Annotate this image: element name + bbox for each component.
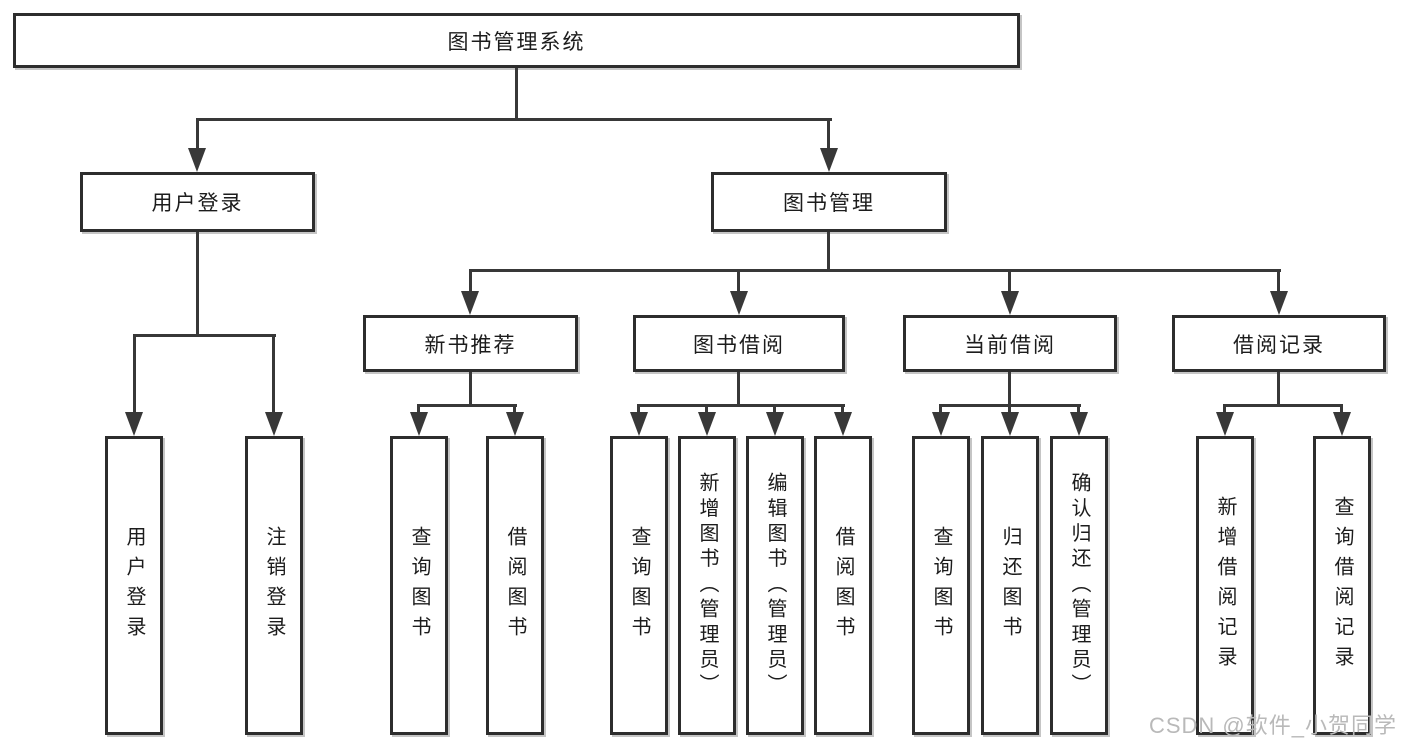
connector-arrowhead xyxy=(730,291,748,315)
connector-line xyxy=(1008,372,1011,407)
connector-line xyxy=(1340,404,1343,418)
node-label: 确认归还（管理员） xyxy=(1068,472,1090,699)
connector-line xyxy=(939,404,942,418)
node-query-books-borrow: 查询图书 xyxy=(610,436,668,735)
node-query-books-recommend: 查询图书 xyxy=(390,436,448,735)
connector-arrowhead xyxy=(125,412,143,436)
connector-line xyxy=(196,118,832,121)
node-query-books-current: 查询图书 xyxy=(912,436,970,735)
node-label: 用户登录 xyxy=(151,192,244,215)
connector-arrowhead xyxy=(1216,412,1234,436)
node-label: 借阅图书 xyxy=(832,525,854,646)
node-edit-book-admin: 编辑图书（管理员） xyxy=(746,436,804,735)
node-label: 归还图书 xyxy=(999,525,1021,646)
connector-arrowhead xyxy=(766,412,784,436)
node-borrow-books-recommend: 借阅图书 xyxy=(486,436,544,735)
connector-line xyxy=(637,404,845,407)
connector-line xyxy=(469,269,1281,272)
csdn-watermark: CSDN @软件_小贺同学 xyxy=(1148,713,1397,738)
node-label: 编辑图书（管理员） xyxy=(764,472,786,699)
connector-arrowhead xyxy=(1001,291,1019,315)
connector-arrowhead xyxy=(461,291,479,315)
node-label: 查询图书 xyxy=(628,525,650,646)
node-label: 注销登录 xyxy=(263,525,285,646)
connector-arrowhead xyxy=(1070,412,1088,436)
connector-line xyxy=(1277,269,1280,295)
connector-line xyxy=(1277,372,1280,407)
connector-line xyxy=(196,118,199,152)
connector-line xyxy=(196,232,199,336)
node-label: 查询借阅记录 xyxy=(1331,495,1353,676)
connector-line xyxy=(827,118,830,152)
node-user-login: 用户登录 xyxy=(80,172,315,232)
connector-arrowhead xyxy=(1333,412,1351,436)
connector-arrowhead xyxy=(1270,291,1288,315)
connector-line xyxy=(737,372,740,407)
connector-line xyxy=(1008,404,1011,418)
connector-arrowhead xyxy=(188,148,206,172)
node-label: 图书管理系统 xyxy=(447,30,586,54)
node-label: 图书管理 xyxy=(783,192,875,215)
connector-arrowhead xyxy=(265,412,283,436)
connector-line xyxy=(841,404,844,418)
connector-line xyxy=(133,334,276,337)
connector-line xyxy=(737,269,740,295)
connector-arrowhead xyxy=(410,412,428,436)
node-label: 图书借阅 xyxy=(693,333,785,357)
connector-line xyxy=(773,404,776,418)
connector-line xyxy=(417,404,517,407)
connector-arrowhead xyxy=(630,412,648,436)
connector-arrowhead xyxy=(834,412,852,436)
connector-line xyxy=(1008,269,1011,295)
connector-line xyxy=(513,404,516,418)
node-label: 借阅图书 xyxy=(504,525,526,646)
connector-line xyxy=(515,68,518,121)
node-label: 查询图书 xyxy=(408,525,430,646)
node-label: 新增借阅记录 xyxy=(1214,495,1236,676)
connector-line xyxy=(469,269,472,295)
connector-arrowhead xyxy=(932,412,950,436)
node-return-books: 归还图书 xyxy=(981,436,1039,735)
connector-line xyxy=(705,404,708,418)
node-user-login-leaf: 用户登录 xyxy=(105,436,163,735)
node-borrow-books-leaf: 借阅图书 xyxy=(814,436,872,735)
connector-line xyxy=(1077,404,1080,418)
node-borrowing-records: 借阅记录 xyxy=(1172,315,1386,372)
connector-line xyxy=(272,334,275,416)
connector-arrowhead xyxy=(1001,412,1019,436)
connector-line xyxy=(1223,404,1343,407)
node-book-management: 图书管理 xyxy=(711,172,947,232)
node-label: 新增图书（管理员） xyxy=(696,472,718,699)
connector-arrowhead xyxy=(820,148,838,172)
node-add-book-admin: 新增图书（管理员） xyxy=(678,436,736,735)
node-library-management-system: 图书管理系统 xyxy=(13,13,1020,68)
node-logout: 注销登录 xyxy=(245,436,303,735)
node-label: 借阅记录 xyxy=(1233,333,1325,357)
node-label: 当前借阅 xyxy=(964,333,1056,357)
connector-line xyxy=(469,372,472,407)
connector-line xyxy=(1223,404,1226,418)
node-label: 查询图书 xyxy=(930,525,952,646)
node-query-borrow-record: 查询借阅记录 xyxy=(1313,436,1371,735)
node-add-borrow-record: 新增借阅记录 xyxy=(1196,436,1254,735)
connector-line xyxy=(637,404,640,418)
node-current-borrowing: 当前借阅 xyxy=(903,315,1117,372)
node-label: 用户登录 xyxy=(123,525,145,646)
connector-arrowhead xyxy=(698,412,716,436)
connector-line xyxy=(133,334,136,416)
connector-line xyxy=(417,404,420,418)
node-book-borrowing: 图书借阅 xyxy=(633,315,845,372)
node-new-book-recommendation: 新书推荐 xyxy=(363,315,578,372)
node-confirm-return-admin: 确认归还（管理员） xyxy=(1050,436,1108,735)
connector-arrowhead xyxy=(506,412,524,436)
connector-line xyxy=(827,232,830,272)
node-label: 新书推荐 xyxy=(424,333,517,357)
